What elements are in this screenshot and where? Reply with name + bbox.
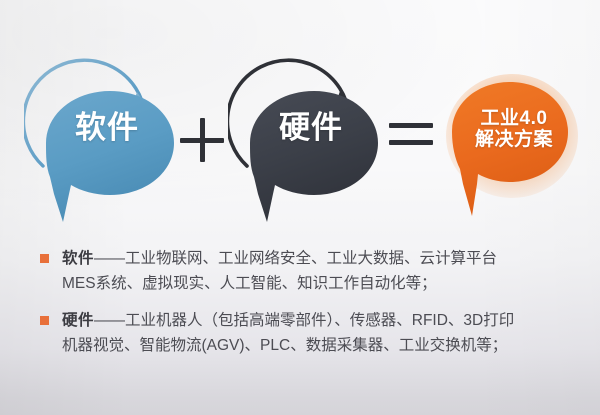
hardware-detail-line-1: 硬件——工业机器人（包括高端零部件）、传感器、RFID、3D打印 [62, 312, 515, 329]
hardware-detail-line-2: 机器视觉、智能物流(AGV)、PLC、数据采集器、工业交换机等； [62, 337, 508, 354]
software-detail-line-2: MES系统、虚拟现实、人工智能、知识工作自动化等； [62, 275, 437, 292]
equals-operator [389, 123, 433, 153]
detail-lead-term: 软件 [62, 250, 95, 267]
software-bubble[interactable] [24, 44, 194, 224]
details-item-hardware: 硬件——工业机器人（包括高端零部件）、传感器、RFID、3D打印 机器视觉、智能… [38, 308, 578, 358]
details-list: 软件——工业物联网、工业网络安全、工业大数据、云计算平台 MES系统、虚拟现实、… [38, 246, 578, 370]
details-item-software: 软件——工业物联网、工业网络安全、工业大数据、云计算平台 MES系统、虚拟现实、… [38, 246, 578, 296]
equals-bottom-bar [389, 140, 433, 145]
equation-diagram: 软件 硬件 [24, 44, 584, 224]
detail-lead-term: 硬件 [62, 312, 95, 329]
software-bubble-shape [46, 91, 174, 222]
equals-top-bar [389, 123, 433, 128]
software-detail-line-1: 软件——工业物联网、工业网络安全、工业大数据、云计算平台 [62, 250, 498, 267]
solution-bubble[interactable] [444, 74, 584, 224]
hardware-bubble-shape [250, 91, 378, 222]
hardware-bubble[interactable] [228, 44, 398, 224]
bullet-square-icon [40, 254, 49, 263]
bullet-square-icon [40, 316, 49, 325]
plus-vertical-bar [200, 118, 205, 162]
plus-operator [180, 118, 224, 162]
solution-bubble-shape [452, 82, 568, 216]
